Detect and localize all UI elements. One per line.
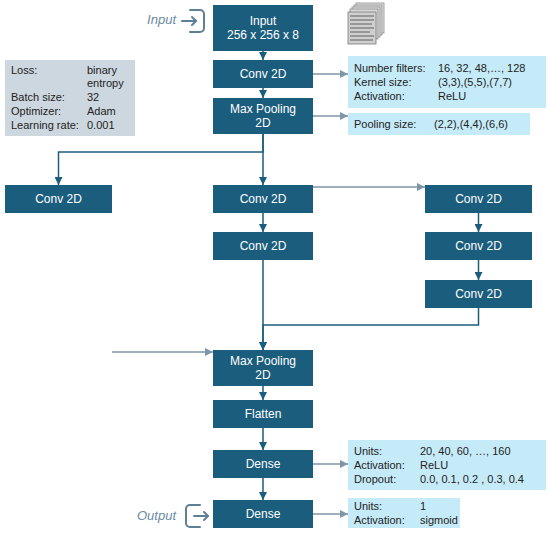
layer-name: 256 x 256 x 8 xyxy=(227,28,299,42)
layer-box: Conv 2D xyxy=(425,280,532,308)
parameter-name: Units: xyxy=(354,445,420,458)
layer-box: Conv 2D xyxy=(425,185,532,213)
parameter-value: 16, 32, 48,…, 128 xyxy=(438,62,540,75)
flow-arrow xyxy=(262,428,264,450)
layer-box: Conv 2D xyxy=(5,185,112,213)
layer-box: Input256 x 256 x 8 xyxy=(213,5,313,51)
parameter-name: Loss: xyxy=(11,64,87,90)
parameter-box: Units:20, 40, 60, …, 160Activation:ReLUD… xyxy=(348,440,546,490)
layer-box: Dense xyxy=(213,500,313,528)
layer-box: Conv 2D xyxy=(425,232,532,260)
flow-arrow xyxy=(262,134,264,185)
layer-name: Conv 2D xyxy=(240,192,287,206)
parameter-arrow xyxy=(313,73,348,75)
parameter-value: Adam xyxy=(87,105,129,118)
flow-arrow xyxy=(478,260,480,280)
layer-name: Conv 2D xyxy=(455,239,502,253)
layer-name: Flatten xyxy=(245,407,282,421)
parameter-value: sigmoid xyxy=(420,514,458,527)
parameter-name: Learning rate: xyxy=(11,119,87,132)
parameter-value: 20, 40, 60, …, 160 xyxy=(420,445,540,458)
parameter-value: binary entropy xyxy=(87,64,129,90)
parameter-name: Pooling size: xyxy=(354,118,434,131)
flow-arrow xyxy=(262,386,264,400)
parameter-arrow xyxy=(313,463,348,465)
flow-arrow xyxy=(59,134,264,185)
layer-box: Conv 2D xyxy=(213,60,313,88)
parameter-box: Number filters:16, 32, 48,…, 128Kernel s… xyxy=(348,56,546,108)
parameter-value: 0.0, 0.1, 0.2 , 0.3, 0.4 xyxy=(420,473,540,486)
layer-name: Dense xyxy=(246,507,281,521)
layer-name: Conv 2D xyxy=(455,192,502,206)
parameter-value: 32 xyxy=(87,91,129,104)
layer-box: Max Pooling 2D xyxy=(213,98,313,134)
flow-arrow xyxy=(263,308,479,350)
parameter-value: ReLU xyxy=(420,459,540,472)
parameter-name: Dropout: xyxy=(354,473,420,486)
parameter-value: (3,3),(5,5),(7,7) xyxy=(438,76,540,89)
parameter-value: 1 xyxy=(420,500,458,513)
image-stack xyxy=(348,3,384,44)
flow-arrow xyxy=(262,213,264,232)
parameter-box: Units:1Activation:sigmoid xyxy=(348,498,460,528)
parameter-value: ReLU xyxy=(438,90,540,103)
output-icon xyxy=(186,505,208,527)
layer-name: Max Pooling 2D xyxy=(225,354,301,382)
parameter-value: 0.001 xyxy=(87,119,129,132)
io-label: Output xyxy=(100,508,176,523)
parameter-arrow xyxy=(112,351,213,353)
parameter-name: Optimizer: xyxy=(11,105,87,118)
parameter-name: Activation: xyxy=(354,514,420,527)
parameter-arrow xyxy=(313,186,425,188)
flow-arrow xyxy=(262,88,264,98)
io-label: Input xyxy=(100,12,176,27)
layer-name: Conv 2D xyxy=(240,239,287,253)
parameter-arrow xyxy=(313,115,348,117)
layer-box: Dense xyxy=(213,450,313,478)
flow-arrow xyxy=(262,51,264,60)
layer-box: Flatten xyxy=(213,400,313,428)
layer-name: Conv 2D xyxy=(35,192,82,206)
layer-box: Max Pooling 2D xyxy=(213,350,313,386)
layer-name: Max Pooling 2D xyxy=(225,102,301,130)
layer-name: Conv 2D xyxy=(455,287,502,301)
parameter-box: Loss:binary entropyBatch size:32Optimize… xyxy=(5,60,135,136)
layer-box: Conv 2D xyxy=(213,232,313,260)
flow-arrow xyxy=(262,478,264,500)
parameter-arrow xyxy=(313,513,348,515)
parameter-name: Units: xyxy=(354,500,420,513)
layer-name: Dense xyxy=(246,457,281,471)
flow-arrow xyxy=(478,213,480,232)
parameter-name: Kernel size: xyxy=(354,76,438,89)
layer-name: Input xyxy=(250,14,277,28)
input-icon xyxy=(182,10,204,32)
parameter-name: Number filters: xyxy=(354,62,438,75)
parameter-box: Pooling size:(2,2),(4,4),(6,6) xyxy=(348,113,530,135)
parameter-name: Activation: xyxy=(354,90,438,103)
layer-box: Conv 2D xyxy=(213,185,313,213)
layer-name: Conv 2D xyxy=(240,67,287,81)
parameter-name: Activation: xyxy=(354,459,420,472)
parameter-value: (2,2),(4,4),(6,6) xyxy=(434,118,524,131)
parameter-name: Batch size: xyxy=(11,91,87,104)
